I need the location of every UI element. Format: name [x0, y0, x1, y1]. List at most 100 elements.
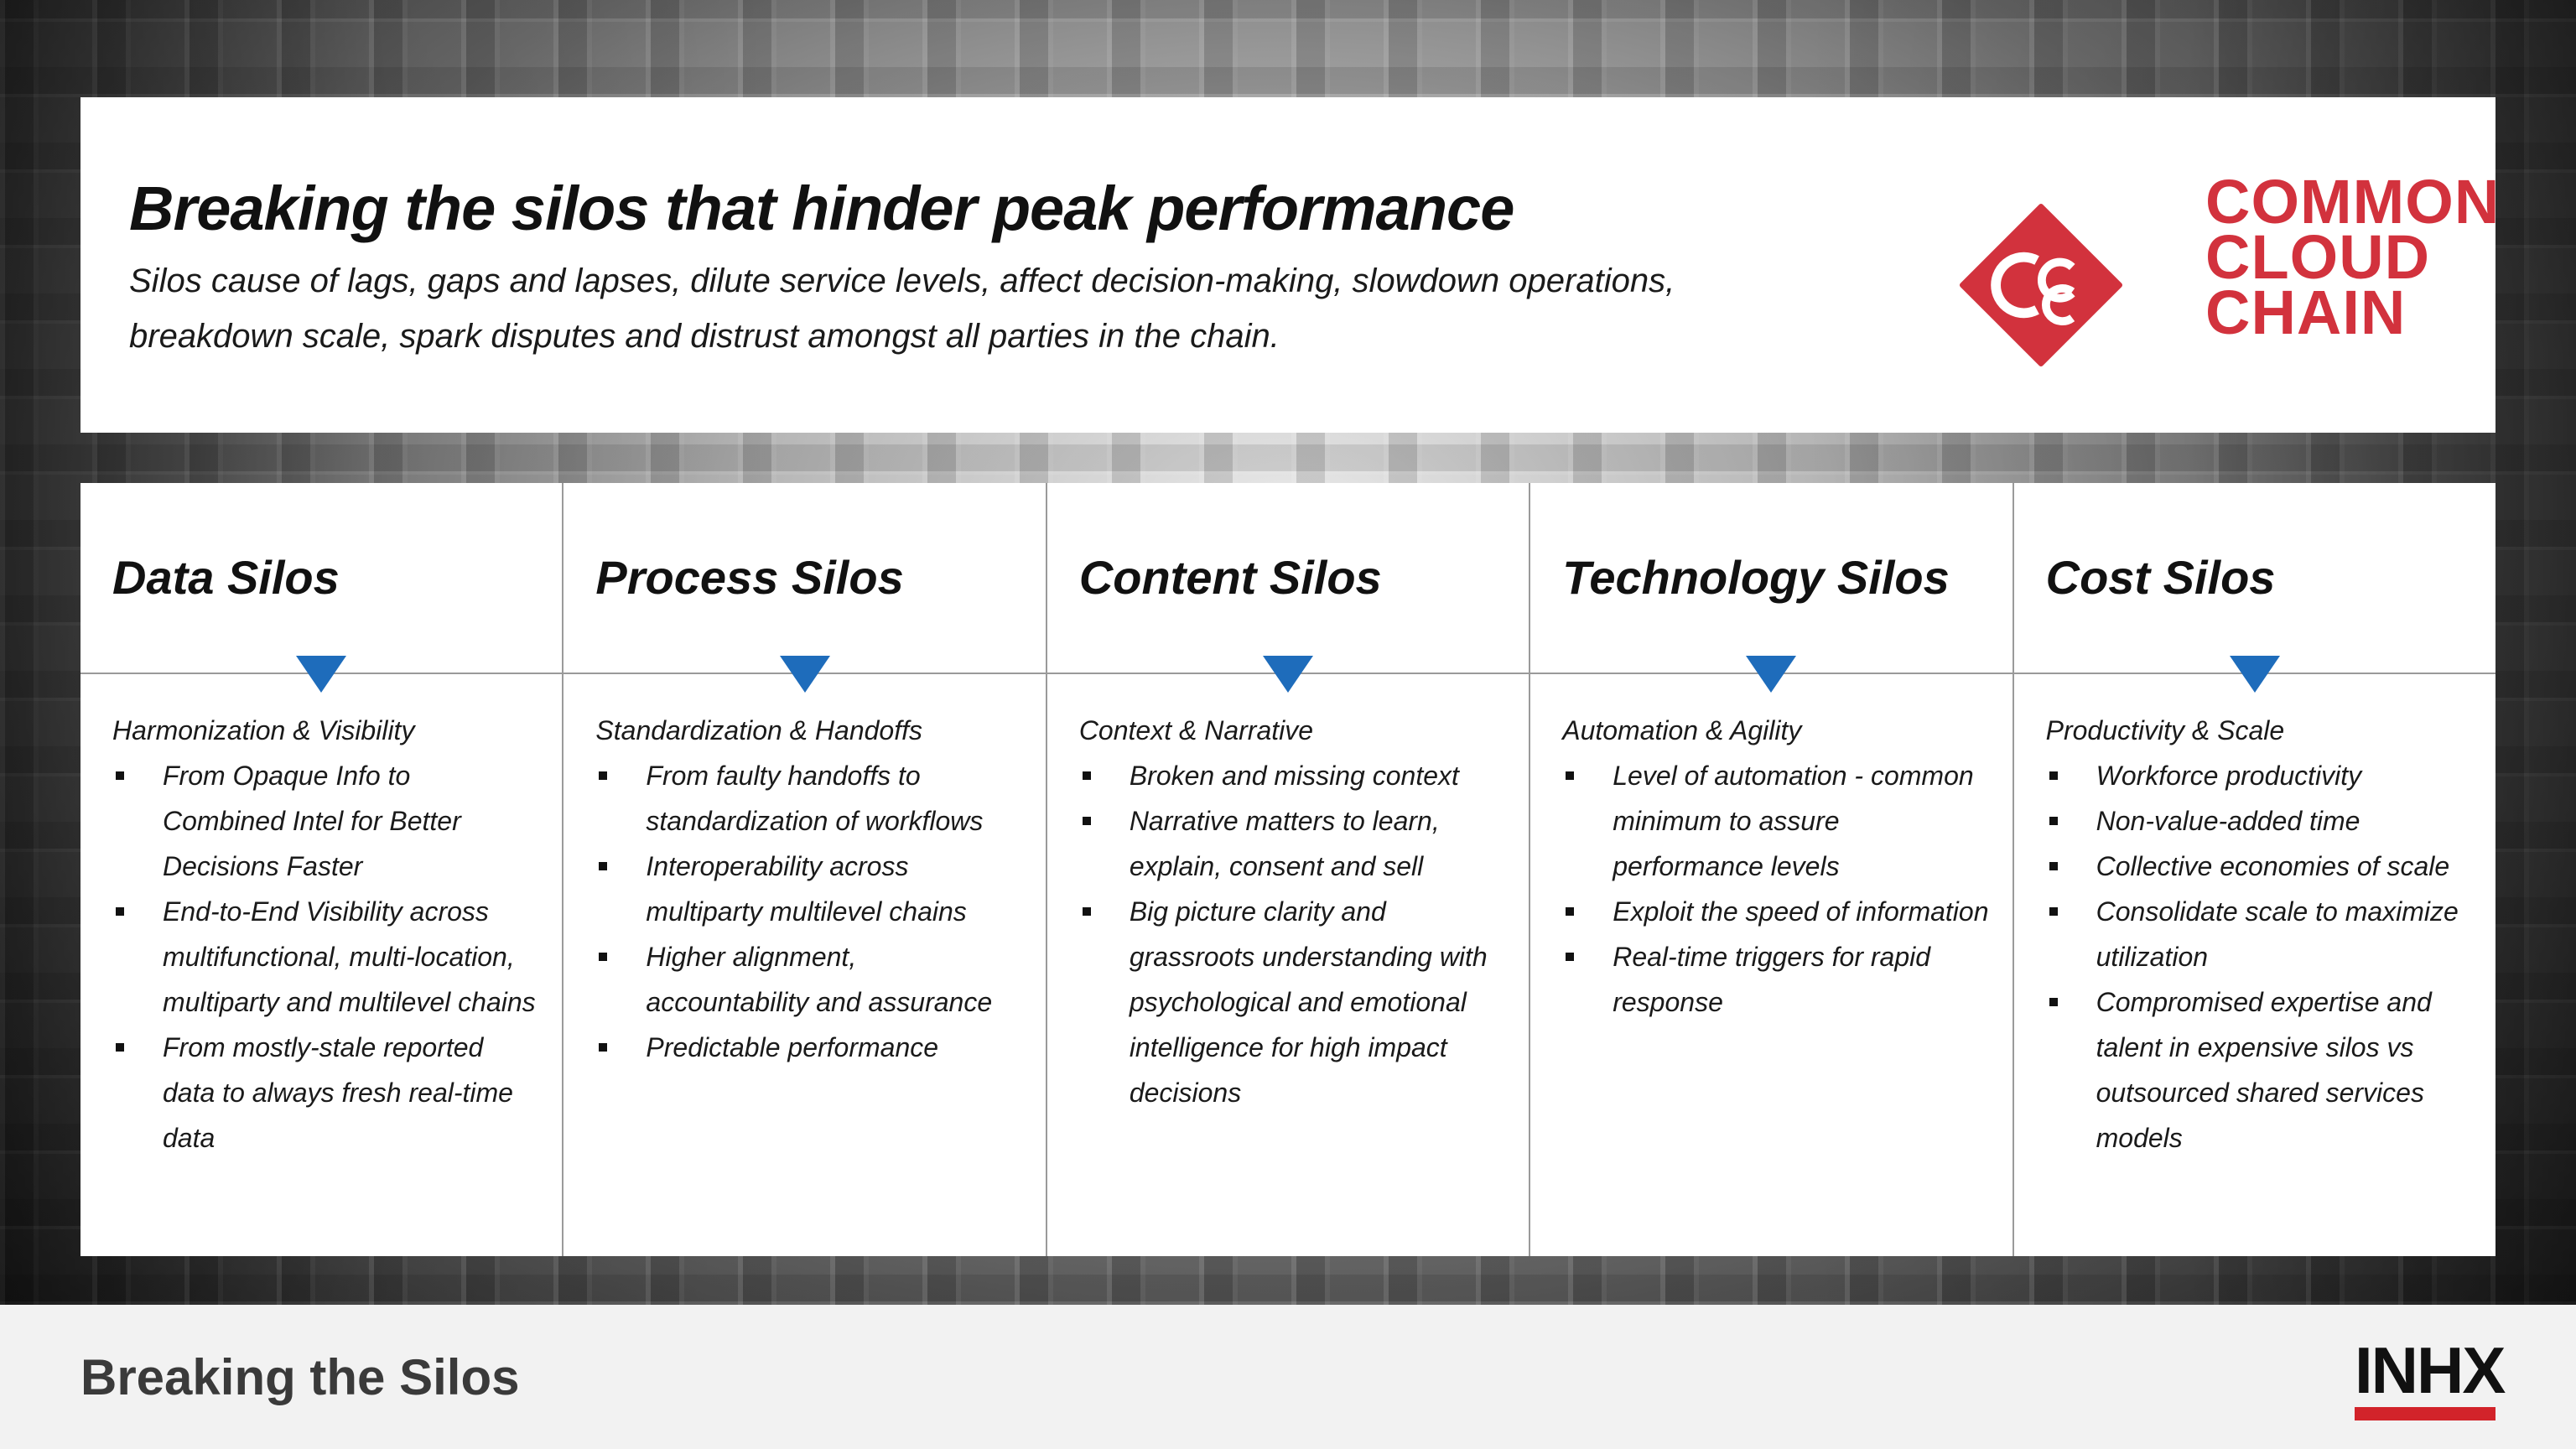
column-title: Technology Silos	[1562, 551, 1950, 604]
bullet-square-icon	[1566, 953, 1575, 961]
column-header: Cost Silos	[2013, 483, 2496, 674]
list-item: Collective economies of scale	[2046, 844, 2472, 889]
footer-title: Breaking the Silos	[80, 1349, 520, 1405]
bullet-text: Consolidate scale to maximize utilizatio…	[2096, 896, 2459, 972]
header-panel: Breaking the silos that hinder peak perf…	[80, 97, 2499, 433]
list-item: Workforce productivity	[2046, 753, 2472, 798]
list-item: Consolidate scale to maximize utilizatio…	[2046, 889, 2472, 979]
column-body: Harmonization & Visibility From Opaque I…	[112, 708, 538, 1161]
column-body: Context & Narrative Broken and missing c…	[1079, 708, 1505, 1115]
bullet-list: Level of automation - common minimum to …	[1562, 753, 1988, 1025]
bullet-square-icon	[1566, 771, 1575, 780]
column-process-silos: Process Silos Standardization & Handoffs…	[564, 483, 1047, 1256]
bullet-text: From faulty handoffs to standardization …	[646, 761, 984, 836]
down-arrow-icon	[2229, 656, 2280, 693]
inhx-logo-text: INHX	[2355, 1333, 2506, 1407]
list-item: Exploit the speed of information	[1562, 889, 1988, 934]
list-item: Predictable performance	[595, 1025, 1021, 1070]
bullet-list: Workforce productivity Non-value-added t…	[2046, 753, 2472, 1161]
footer-bar: Breaking the Silos INHX	[0, 1305, 2576, 1449]
page-subtitle: Silos cause of lags, gaps and lapses, di…	[129, 262, 1675, 355]
silos-columns: Data Silos Harmonization & Visibility Fr…	[80, 483, 2496, 1256]
column-subtitle: Productivity & Scale	[2045, 715, 2285, 745]
column-header: Technology Silos	[1530, 483, 2012, 674]
list-item: From faulty handoffs to standardization …	[595, 753, 1021, 844]
logo-line-2: CLOUD	[2205, 222, 2431, 292]
bullet-text: Level of automation - common minimum to …	[1613, 761, 1974, 881]
list-item: Interoperability across multiparty multi…	[595, 844, 1021, 934]
list-item: Higher alignment, accountability and ass…	[595, 934, 1021, 1025]
bullet-square-icon	[1082, 817, 1091, 825]
down-arrow-icon	[1263, 656, 1314, 693]
list-item: Big picture clarity and grassroots under…	[1079, 889, 1505, 1115]
list-item: Real-time triggers for rapid response	[1562, 934, 1988, 1025]
bullet-square-icon	[116, 771, 124, 780]
list-item: Level of automation - common minimum to …	[1562, 753, 1988, 889]
column-data-silos: Data Silos Harmonization & Visibility Fr…	[80, 483, 564, 1256]
bullet-text: Non-value-added time	[2096, 806, 2360, 836]
bullet-text: Exploit the speed of information	[1613, 896, 1989, 927]
list-item: Compromised expertise and talent in expe…	[2046, 979, 2472, 1161]
bullet-square-icon	[2049, 862, 2058, 870]
cc-logo-mark-icon	[1959, 203, 2123, 367]
bullet-text: Real-time triggers for rapid response	[1613, 942, 1931, 1017]
inhx-logo-underline	[2355, 1407, 2496, 1420]
bullet-square-icon	[1082, 771, 1091, 780]
bullet-list: Broken and missing context Narrative mat…	[1079, 753, 1505, 1115]
bullet-text: From Opaque Info to Combined Intel for B…	[163, 761, 461, 881]
bullet-square-icon	[599, 771, 608, 780]
bullet-text: Higher alignment, accountability and ass…	[646, 942, 993, 1017]
bullet-text: Big picture clarity and grassroots under…	[1129, 896, 1488, 1108]
list-item: End-to-End Visibility across multifuncti…	[112, 889, 538, 1025]
down-arrow-icon	[1746, 656, 1797, 693]
bullet-text: Predictable performance	[646, 1032, 939, 1062]
column-header: Process Silos	[564, 483, 1046, 674]
bullet-square-icon	[599, 862, 608, 870]
column-body: Automation & Agility Level of automation…	[1562, 708, 1988, 1025]
column-cost-silos: Cost Silos Productivity & Scale Workforc…	[2013, 483, 2496, 1256]
column-header: Data Silos	[80, 483, 563, 674]
common-cloud-chain-logo: COMMON CLOUD CHAIN	[1942, 171, 2499, 376]
page-title: Breaking the silos that hinder peak perf…	[129, 174, 1514, 243]
column-body: Standardization & Handoffs From faulty h…	[595, 708, 1021, 1070]
list-item: Non-value-added time	[2046, 798, 2472, 844]
list-item: Narrative matters to learn, explain, con…	[1079, 798, 1505, 889]
bullet-square-icon	[116, 1043, 124, 1052]
bullet-list: From faulty handoffs to standardization …	[595, 753, 1021, 1070]
logo-line-1: COMMON	[2205, 167, 2501, 236]
bullet-text: Narrative matters to learn, explain, con…	[1129, 806, 1440, 881]
list-item: From Opaque Info to Combined Intel for B…	[112, 753, 538, 889]
column-body: Productivity & Scale Workforce productiv…	[2046, 708, 2472, 1161]
logo-line-3: CHAIN	[2205, 278, 2407, 347]
logo-wordmark: COMMON CLOUD CHAIN	[2205, 167, 2501, 347]
list-item: Broken and missing context	[1079, 753, 1505, 798]
bullet-square-icon	[2049, 998, 2058, 1006]
column-title: Content Silos	[1078, 551, 1382, 604]
column-subtitle: Harmonization & Visibility	[112, 715, 415, 745]
bullet-square-icon	[1082, 907, 1091, 916]
bullet-text: End-to-End Visibility across multifuncti…	[163, 896, 536, 1017]
bullet-text: Interoperability across multiparty multi…	[646, 851, 967, 927]
bullet-square-icon	[2049, 907, 2058, 916]
column-subtitle: Context & Narrative	[1078, 715, 1314, 745]
list-item: From mostly-stale reported data to alway…	[112, 1025, 538, 1161]
inhx-logo: INHX	[2355, 1333, 2506, 1420]
bullet-text: Collective economies of scale	[2096, 851, 2450, 881]
column-content-silos: Content Silos Context & Narrative Broken…	[1046, 483, 1531, 1256]
bullet-text: Compromised expertise and talent in expe…	[2096, 987, 2432, 1153]
column-subtitle: Automation & Agility	[1562, 715, 1802, 745]
bullet-square-icon	[599, 1043, 608, 1052]
bullet-text: Broken and missing context	[1129, 761, 1459, 791]
bullet-text: Workforce productivity	[2096, 761, 2362, 791]
column-header: Content Silos	[1046, 483, 1530, 674]
column-title: Cost Silos	[2045, 551, 2276, 604]
column-title: Data Silos	[112, 551, 340, 604]
bullet-text: From mostly-stale reported data to alway…	[163, 1032, 513, 1153]
column-technology-silos: Technology Silos Automation & Agility Le…	[1530, 483, 2014, 1256]
bullet-square-icon	[1566, 907, 1575, 916]
column-title: Process Silos	[595, 551, 904, 604]
bullet-square-icon	[2049, 771, 2058, 780]
column-subtitle: Standardization & Handoffs	[595, 715, 922, 745]
bullet-square-icon	[599, 953, 608, 961]
bullet-square-icon	[2049, 817, 2058, 825]
